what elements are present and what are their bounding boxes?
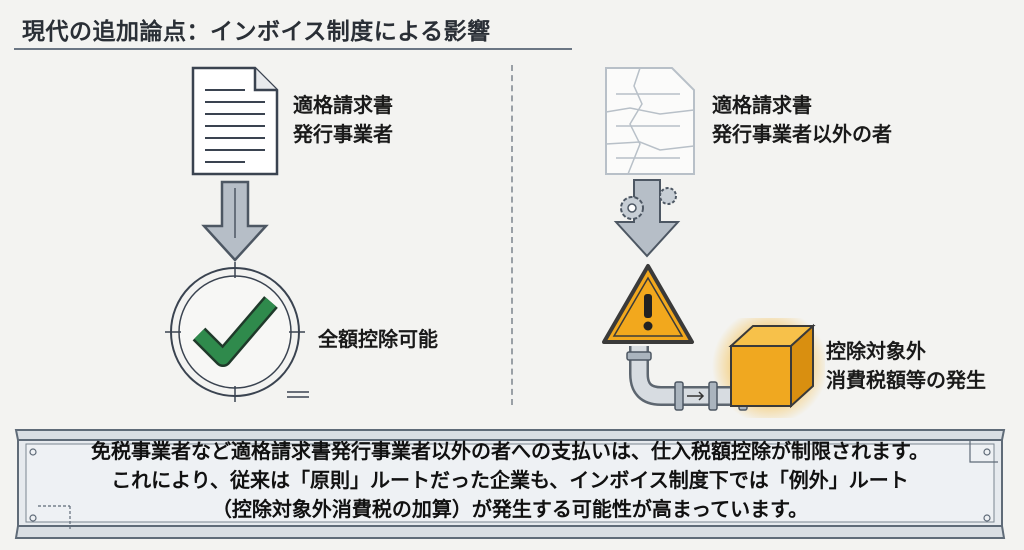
gear-arrow-icon [613,179,681,258]
summary-line2: これにより、従来は「原則」ルートだった企業も、インボイス制度下では「例外」ルート [111,470,909,492]
warning-icon [602,264,694,344]
check-dial-icon [165,262,309,402]
broken-document-icon [605,67,695,175]
summary-text: 免税事業者など適格請求書発行事業者以外の者への支払いは、仕入税額控除が制限されま… [12,438,1008,525]
page-title: 現代の追加論点：インボイス制度による影響 [22,18,491,44]
summary-line3: （控除対象外消費税の加算）が発生する可能性が高まっています。 [211,499,809,521]
right-result-line1: 控除対象外 [826,341,926,363]
right-result-line2: 消費税額等の発生 [826,370,986,392]
document-icon [191,66,279,176]
pipe-to-box-icon [626,318,825,418]
summary-line1: 免税事業者など適格請求書発行事業者以外の者への支払いは、仕入税額控除が制限されま… [91,441,929,463]
right-entity-line2: 発行事業者以外の者 [712,124,892,146]
left-entity-line2: 発行事業者 [293,124,393,146]
down-arrow-icon [201,180,269,262]
left-entity-line1: 適格請求書 [293,95,393,117]
title-underline [14,48,572,50]
right-entity-line1: 適格請求書 [712,95,812,117]
center-divider [511,65,513,405]
left-result-label: 全額控除可能 [318,329,438,351]
summary-panel-frame [14,429,1006,539]
